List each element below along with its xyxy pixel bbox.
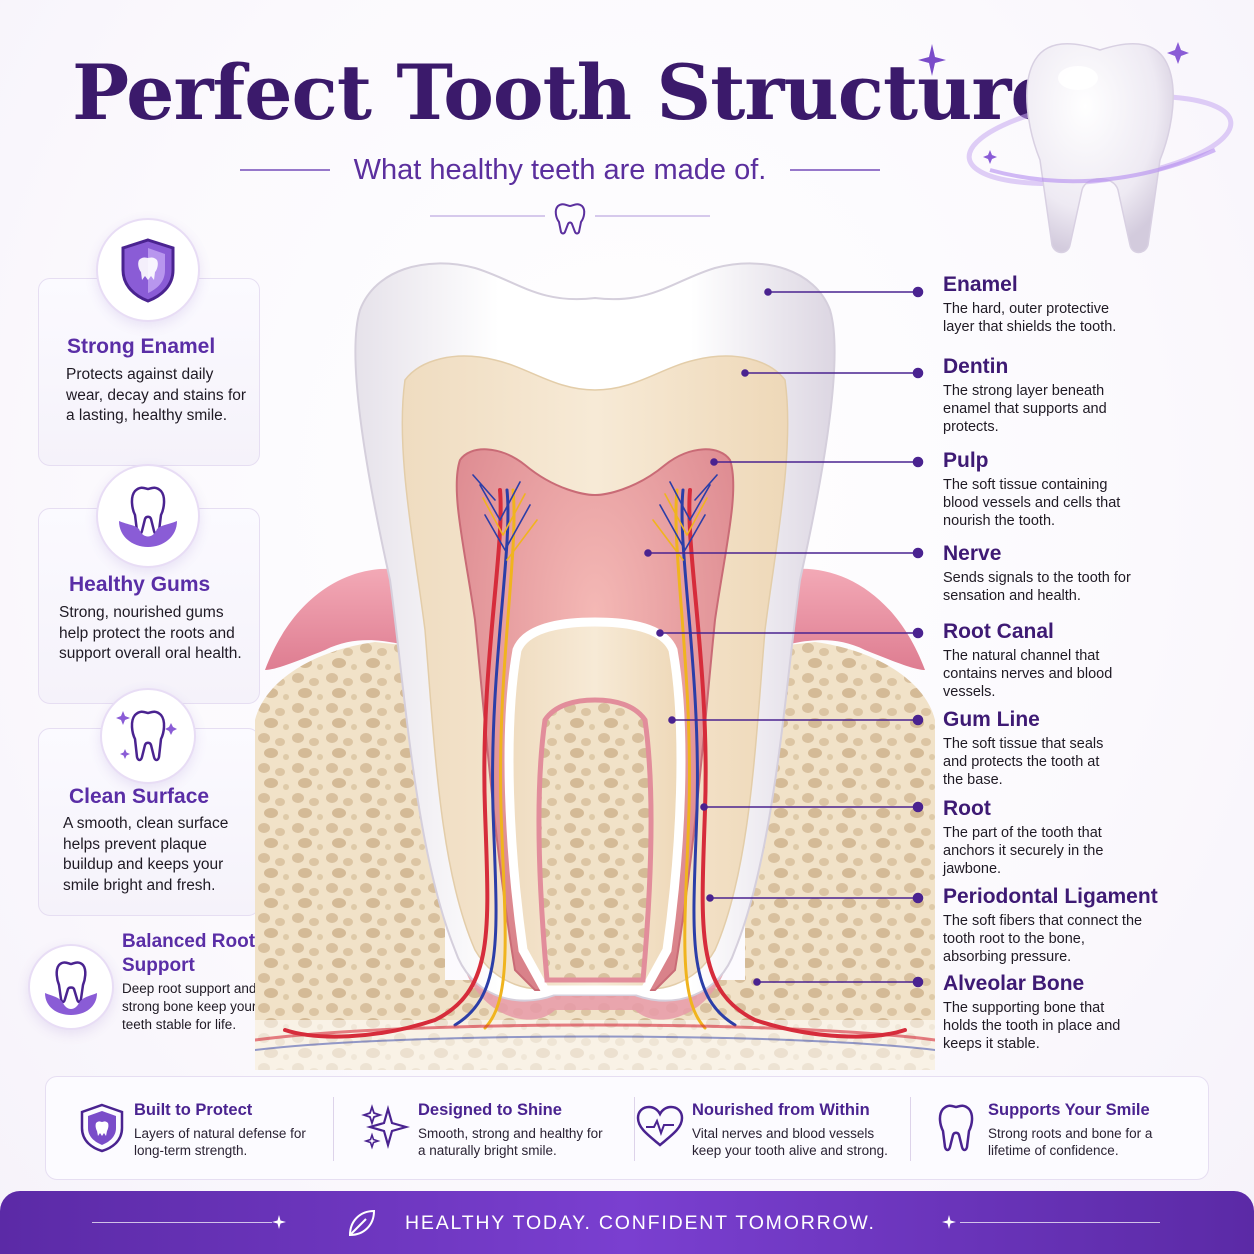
card-title: Healthy Gums [69, 573, 211, 596]
label-title: Root [943, 797, 991, 820]
label-gum-line: Gum Line The soft tissue that seals and … [943, 707, 1243, 789]
label-title: Pulp [943, 449, 989, 472]
card-balanced-root-support: Balanced Root Support Deep root support … [38, 924, 260, 1060]
card-text: A smooth, clean surface helps prevent pl… [63, 815, 229, 894]
sparkles-icon [361, 1104, 411, 1150]
label-text: The soft tissue that seals and protects … [943, 736, 1104, 788]
label-text: Sends signals to the tooth for sensation… [943, 570, 1131, 604]
label-title: Nerve [943, 542, 1002, 565]
benefit-supports-your-smile: Supports Your Smile Strong roots and bon… [930, 1077, 1200, 1181]
subtitle-row: What healthy teeth are made of. [230, 150, 890, 190]
divider-tooth-icon [430, 203, 710, 235]
benefit-divider [910, 1097, 911, 1161]
heart-icon [636, 1105, 684, 1147]
label-text: The soft tissue containing blood vessels… [943, 477, 1121, 529]
tooth-cross-section-diagram [255, 262, 935, 1070]
benefit-divider [634, 1097, 635, 1161]
label-dentin: Dentin The strong layer beneath enamel t… [943, 354, 1243, 436]
footer-rule-right [960, 1222, 1160, 1223]
label-root-canal: Root Canal The natural channel that cont… [943, 619, 1243, 701]
subtitle-rule-right [790, 169, 881, 171]
tooth-root-icon [28, 944, 114, 1030]
label-title: Periodontal Ligament [943, 885, 1158, 908]
shield-icon [80, 1103, 124, 1153]
label-periodontal-ligament: Periodontal Ligament The soft fibers tha… [943, 884, 1243, 966]
benefit-built-to-protect: Built to Protect Layers of natural defen… [76, 1077, 346, 1181]
label-title: Root Canal [943, 620, 1054, 643]
tooth-icon [938, 1104, 974, 1152]
label-title: Alveolar Bone [943, 972, 1085, 995]
card-text: Deep root support and strong bone keep y… [122, 981, 257, 1032]
label-title: Enamel [943, 273, 1018, 296]
benefit-title: Built to Protect [134, 1101, 253, 1119]
benefit-text: Vital nerves and blood vessels keep your… [692, 1126, 888, 1158]
page-title: Perfect Tooth Structure [72, 48, 1059, 137]
benefit-text: Strong roots and bone for a lifetime of … [988, 1126, 1153, 1158]
card-text: Protects against daily wear, decay and s… [66, 366, 247, 424]
label-text: The soft fibers that connect the tooth r… [943, 913, 1143, 965]
footer-banner: HEALTHY TODAY. CONFIDENT TOMORROW. [0, 1191, 1254, 1254]
page-subtitle: What healthy teeth are made of. [353, 153, 767, 186]
card-title: Strong Enamel [67, 335, 216, 358]
leaf-icon [348, 1209, 376, 1237]
sparkle-tooth-icon [100, 688, 196, 784]
card-title: Clean Surface [69, 785, 210, 808]
label-nerve: Nerve Sends signals to the tooth for sen… [943, 541, 1243, 605]
sparkle-icon [272, 1215, 286, 1229]
label-text: The strong layer beneath enamel that sup… [943, 383, 1107, 435]
benefit-title: Supports Your Smile [988, 1101, 1150, 1119]
hero-tooth-icon [966, 42, 1234, 254]
label-root: Root The part of the tooth that anchors … [943, 796, 1243, 878]
card-text: Strong, nourished gums help protect the … [59, 604, 242, 662]
benefit-designed-to-shine: Designed to Shine Smooth, strong and hea… [360, 1077, 630, 1181]
card-title: Balanced Root Support [122, 931, 256, 976]
sparkle-icon [918, 44, 946, 76]
benefit-title: Designed to Shine [418, 1101, 562, 1119]
sparkle-icon [942, 1215, 956, 1229]
benefit-text: Layers of natural defense for long-term … [134, 1126, 306, 1158]
label-title: Gum Line [943, 708, 1040, 731]
label-text: The natural channel that contains nerves… [943, 648, 1113, 700]
label-enamel: Enamel The hard, outer protective layer … [943, 272, 1243, 336]
benefit-title: Nourished from Within [692, 1101, 870, 1119]
shield-icon [96, 218, 200, 322]
benefit-divider [333, 1097, 334, 1161]
footer-rule-left [92, 1222, 272, 1223]
tooth-gum-icon [96, 464, 200, 568]
label-text: The supporting bone that holds the tooth… [943, 1000, 1121, 1052]
label-pulp: Pulp The soft tissue containing blood ve… [943, 448, 1243, 530]
benefit-nourished-from-within: Nourished from Within Vital nerves and b… [634, 1077, 934, 1181]
label-alveolar-bone: Alveolar Bone The supporting bone that h… [943, 971, 1243, 1053]
benefits-bar: Built to Protect Layers of natural defen… [45, 1076, 1209, 1180]
subtitle-rule-left [239, 169, 330, 171]
benefit-text: Smooth, strong and healthy for a natural… [418, 1126, 603, 1158]
label-text: The part of the tooth that anchors it se… [943, 825, 1104, 877]
label-title: Dentin [943, 355, 1009, 378]
footer-tagline: HEALTHY TODAY. CONFIDENT TOMORROW. [405, 1212, 876, 1234]
label-text: The hard, outer protective layer that sh… [943, 301, 1117, 335]
